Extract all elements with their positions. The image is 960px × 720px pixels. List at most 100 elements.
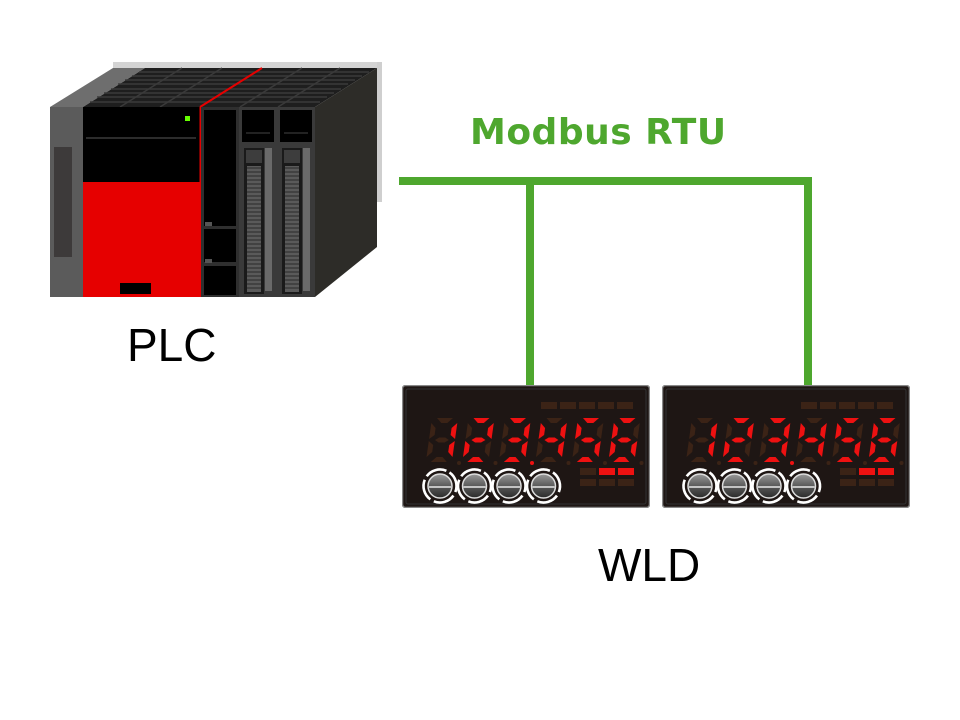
- segment-e: [499, 441, 507, 457]
- plc-device: [50, 62, 382, 297]
- seven-segment-digit: [832, 418, 864, 462]
- seven-segment-digit: [869, 418, 900, 462]
- segment-c: [484, 441, 492, 457]
- segment-f: [538, 423, 546, 439]
- plc-cpu-port: [120, 283, 151, 294]
- wld-indicator: [801, 402, 817, 409]
- segment-a: [843, 418, 859, 423]
- wld-button[interactable]: [452, 463, 498, 508]
- segment-a: [733, 418, 750, 423]
- wld-indicator: [859, 479, 875, 486]
- segment-f: [762, 423, 769, 439]
- segment-d: [873, 457, 890, 462]
- wld-indicator: [617, 402, 633, 409]
- plc-cpu-front: [83, 182, 200, 297]
- segment-c: [448, 441, 455, 457]
- seven-segment-digit: [499, 418, 531, 462]
- plc-run-led: [185, 116, 190, 121]
- segment-b: [856, 423, 864, 439]
- decimal-point: [530, 461, 534, 465]
- wld-indicator: [877, 402, 893, 409]
- segment-a: [697, 418, 713, 423]
- segment-d: [503, 457, 520, 462]
- wld-indicator: [579, 402, 595, 409]
- segment-d: [690, 457, 707, 462]
- segment-e: [723, 441, 730, 457]
- segment-f: [835, 423, 842, 439]
- seven-segment-digit: [609, 418, 640, 462]
- segment-e: [463, 441, 470, 457]
- wld-indicator: [541, 402, 557, 409]
- segment-b: [747, 423, 754, 439]
- decimal-point: [863, 461, 867, 465]
- segment-d: [576, 457, 593, 462]
- seven-segment-digit: [463, 418, 494, 462]
- segment-g: [694, 437, 709, 443]
- wld-indicator: [878, 468, 894, 475]
- segment-e: [759, 441, 767, 457]
- wld-indicator: [820, 402, 836, 409]
- plc-label: PLC: [127, 319, 217, 371]
- plc-right-side: [315, 68, 377, 297]
- seven-segment-digit: [572, 418, 604, 462]
- wld-indicator: [840, 468, 856, 475]
- wld-indicator: [859, 468, 875, 475]
- wld-button[interactable]: [417, 463, 463, 508]
- segment-d: [613, 457, 630, 462]
- segment-f: [465, 423, 473, 439]
- segment-e: [609, 441, 616, 457]
- segment-e: [796, 441, 803, 457]
- segment-a: [770, 418, 786, 423]
- segment-a: [473, 418, 490, 423]
- segment-f: [429, 423, 436, 439]
- bus-label: Modbus RTU: [470, 112, 727, 153]
- segment-c: [781, 441, 788, 457]
- segment-b: [710, 423, 718, 439]
- decimal-point: [826, 461, 831, 465]
- wld-indicator: [599, 479, 615, 486]
- plc-vent-grille: [90, 67, 369, 108]
- wld-indicator: [618, 479, 634, 486]
- segment-g: [471, 437, 486, 443]
- segment-b: [633, 423, 640, 439]
- segment-f: [871, 423, 879, 439]
- segment-d: [727, 457, 744, 462]
- segment-f: [689, 423, 696, 439]
- decimal-point: [753, 461, 758, 465]
- segment-e: [426, 441, 434, 457]
- segment-b: [487, 423, 494, 439]
- seven-segment-digit: [759, 418, 791, 462]
- bus-drop-wld-1: [526, 177, 534, 386]
- segment-g: [877, 437, 892, 443]
- decimal-point: [717, 461, 721, 465]
- segment-a: [583, 418, 599, 423]
- segment-d: [540, 457, 557, 462]
- segment-c: [594, 441, 601, 457]
- segment-d: [430, 457, 447, 462]
- segment-c: [521, 441, 528, 457]
- decimal-point: [493, 461, 498, 465]
- segment-c: [854, 441, 861, 457]
- segment-b: [820, 423, 827, 439]
- segment-b: [596, 423, 604, 439]
- segment-d: [836, 457, 853, 462]
- segment-c: [557, 441, 565, 457]
- plc-back-edge: [377, 62, 382, 202]
- segment-g: [580, 437, 595, 443]
- segment-b: [450, 423, 458, 439]
- seven-segment-digit: [796, 418, 827, 462]
- wld-indicator: [580, 468, 596, 475]
- plc-top-edge: [113, 62, 381, 68]
- decimal-point: [566, 461, 571, 465]
- segment-e: [869, 441, 876, 457]
- wld-indicator: [580, 479, 596, 486]
- segment-a: [879, 418, 896, 423]
- segment-b: [893, 423, 900, 439]
- seven-segment-digit: [536, 418, 567, 462]
- segment-g: [507, 437, 522, 443]
- bus-drop-wld-2: [804, 177, 812, 386]
- segment-e: [536, 441, 543, 457]
- segment-c: [890, 441, 898, 457]
- segment-g: [617, 437, 632, 443]
- segment-c: [744, 441, 752, 457]
